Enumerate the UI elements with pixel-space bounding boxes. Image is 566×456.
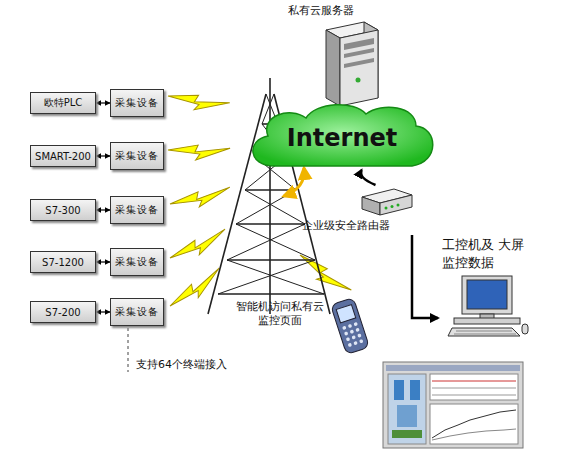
collector-box: 采集设备 bbox=[110, 89, 164, 117]
pc-label: 工控机及 大屏监控数据 bbox=[442, 236, 526, 272]
collector-box: 采集设备 bbox=[110, 196, 164, 224]
lightning-bolt bbox=[167, 266, 227, 313]
phone-label: 智能机访问私有云 监控页面 bbox=[234, 300, 326, 328]
collector-label: 采集设备 bbox=[115, 255, 159, 269]
connector bbox=[96, 209, 110, 210]
dashed-leader bbox=[128, 328, 129, 372]
collector-box: 采集设备 bbox=[110, 248, 164, 276]
router-icon bbox=[358, 185, 414, 217]
plc-label: 欧特PLC bbox=[44, 96, 83, 110]
lightning-bolt bbox=[294, 250, 352, 300]
monitor-screenshot bbox=[383, 362, 523, 448]
collector-label: 采集设备 bbox=[115, 96, 159, 110]
internet-cloud: Internet bbox=[244, 100, 440, 170]
plc-label: SMART-200 bbox=[35, 151, 91, 162]
lightning-bolt bbox=[169, 185, 233, 213]
collector-label: 采集设备 bbox=[115, 203, 159, 217]
collector-label: 采集设备 bbox=[115, 305, 159, 319]
collector-box: 采集设备 bbox=[110, 298, 164, 326]
server-label: 私有云服务器 bbox=[288, 4, 354, 18]
connector bbox=[361, 170, 376, 185]
lightning-bolt bbox=[166, 90, 230, 116]
cloud-server: 私有云服务器 bbox=[284, 2, 384, 110]
plc-box: S7-300 bbox=[30, 199, 96, 221]
plc-label: S7-200 bbox=[45, 307, 80, 318]
server-icon bbox=[318, 20, 380, 108]
cloud-label: Internet bbox=[287, 124, 397, 152]
plc-box: 欧特PLC bbox=[30, 92, 96, 114]
phone-icon bbox=[330, 296, 370, 356]
plc-box: S7-200 bbox=[30, 301, 96, 323]
connector bbox=[96, 155, 110, 156]
industrial-pc: 工控机及 大屏监控数据 bbox=[438, 234, 542, 338]
connector bbox=[412, 235, 438, 318]
plc-label: S7-1200 bbox=[42, 257, 84, 268]
connector bbox=[96, 102, 110, 103]
connector bbox=[96, 261, 110, 262]
plc-box: SMART-200 bbox=[30, 145, 96, 167]
note-label: 支持64个终端接入 bbox=[136, 358, 227, 372]
router-label: 企业级安全路由器 bbox=[302, 219, 390, 233]
security-router: 企业级安全路由器 bbox=[300, 185, 418, 235]
collector-label: 采集设备 bbox=[115, 149, 159, 163]
plc-box: S7-1200 bbox=[30, 251, 96, 273]
plc-label: S7-300 bbox=[45, 205, 80, 216]
lightning-bolt bbox=[168, 144, 230, 161]
collector-box: 采集设备 bbox=[110, 142, 164, 170]
smartphone: 智能机访问私有云 监控页面 bbox=[232, 296, 372, 358]
connector bbox=[96, 311, 110, 312]
wireless-link bbox=[284, 168, 304, 196]
lightning-bolt bbox=[168, 227, 231, 266]
computer-icon bbox=[446, 274, 530, 338]
